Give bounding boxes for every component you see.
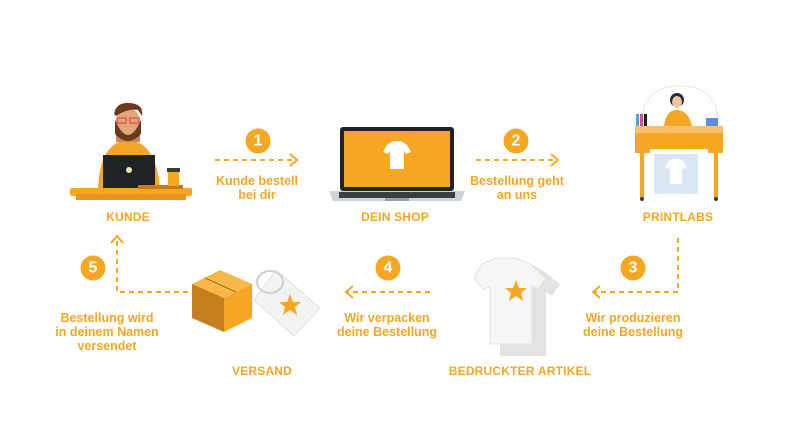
step-5-description: Bestellung wird in deinem Namen versende… bbox=[55, 311, 159, 353]
node-label-kunde: KUNDE bbox=[106, 210, 150, 224]
step-1-line-1: Kunde bestell bbox=[216, 174, 298, 188]
printed-tshirts-illustration bbox=[473, 257, 560, 356]
step-1-line-2: bei dir bbox=[238, 188, 276, 202]
node-label-printlabs: PRINTLABS bbox=[642, 210, 714, 224]
step-4-badge: 4 bbox=[375, 255, 401, 281]
step-3-description: Wir produzieren deine Bestellung bbox=[583, 311, 683, 339]
step-4-description: Wir verpacken deine Bestellung bbox=[337, 311, 437, 339]
arrow-step-3 bbox=[594, 238, 679, 293]
step-2-line-2: an uns bbox=[496, 188, 538, 202]
customer-illustration bbox=[70, 102, 192, 200]
shipping-box-illustration bbox=[192, 269, 321, 337]
printlabs-illustration bbox=[635, 85, 723, 201]
step-3-badge: 3 bbox=[620, 255, 646, 281]
step-4-line-1: Wir verpacken bbox=[344, 311, 430, 325]
step-5-line-2: in deinem Namen bbox=[55, 325, 159, 339]
step-4-line-2: deine Bestellung bbox=[336, 325, 438, 339]
step-2-line-1: Bestellung geht bbox=[470, 174, 564, 188]
node-label-shop: DEIN SHOP bbox=[361, 210, 429, 224]
node-label-versand: VERSAND bbox=[231, 364, 293, 378]
step-2-badge: 2 bbox=[503, 128, 529, 154]
step-5-line-1: Bestellung wird bbox=[60, 311, 154, 325]
shop-laptop-illustration bbox=[329, 127, 465, 201]
node-label-artikel: BEDRUCKTER ARTIKEL bbox=[448, 364, 592, 378]
step-3-line-2: deine Bestellung bbox=[582, 325, 684, 339]
arrow-step-5 bbox=[116, 237, 188, 293]
step-1-badge: 1 bbox=[245, 128, 271, 154]
step-5-badge: 5 bbox=[80, 255, 106, 281]
step-3-line-1: Wir produzieren bbox=[585, 311, 681, 325]
step-2-description: Bestellung geht an uns bbox=[470, 174, 564, 202]
step-1-description: Kunde bestell bei dir bbox=[216, 174, 298, 202]
step-5-line-3: versendet bbox=[77, 339, 137, 353]
